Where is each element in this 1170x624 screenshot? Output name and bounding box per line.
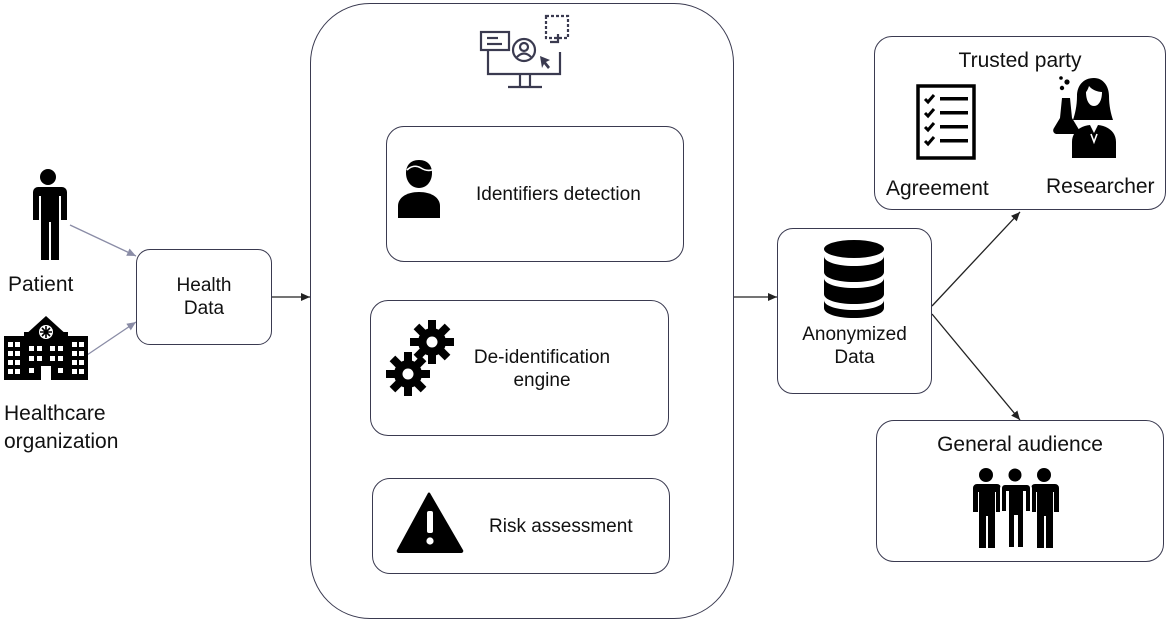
identifiers-detection-label: Identifiers detection: [476, 184, 641, 205]
anonymized-data-line2: Data: [834, 347, 875, 368]
database-icon: [824, 240, 884, 318]
patient-label: Patient: [8, 273, 74, 296]
trusted-party-title: Trusted party: [958, 49, 1082, 72]
arrow-organization-to-health-data: [83, 321, 137, 358]
user-silhouette-icon: [398, 160, 440, 218]
health-data-box: [136, 249, 272, 345]
organization-label-line1: Healthcare: [4, 402, 106, 425]
arrow-anonymized-to-general-audience: [931, 313, 1021, 421]
checklist-icon: [916, 84, 976, 160]
anonymized-data-label: Anonymized Data: [777, 323, 932, 369]
deidentification-line1: De-identification: [473, 347, 611, 368]
deidentification-line2: engine: [513, 370, 571, 391]
researcher-label: Researcher: [1046, 175, 1155, 198]
hospital-icon: [4, 316, 88, 380]
group-people-icon: [973, 466, 1059, 549]
general-audience-title: General audience: [937, 433, 1103, 456]
researcher-icon: [1053, 76, 1116, 158]
agreement-label: Agreement: [886, 177, 989, 200]
deidentification-engine-label: De-identification engine: [452, 346, 632, 392]
trusted-party-box: [874, 36, 1166, 210]
organization-label-line2: organization: [4, 430, 119, 453]
computer-user-icon: [479, 14, 570, 89]
arrow-patient-to-health-data: [69, 224, 137, 257]
gears-icon: [386, 320, 454, 396]
warning-icon: [396, 492, 464, 554]
risk-assessment-label: Risk assessment: [489, 516, 633, 537]
arrow-anonymized-to-trusted-party: [931, 211, 1021, 307]
person-icon: [33, 169, 67, 260]
health-data-line1: Health: [176, 275, 232, 296]
identifiers-detection-box: [386, 126, 684, 262]
anonymized-data-line1: Anonymized: [802, 324, 907, 345]
organization-label: Healthcare organization: [4, 400, 118, 456]
health-data-label: Health Data: [136, 274, 272, 320]
health-data-line2: Data: [183, 298, 225, 319]
